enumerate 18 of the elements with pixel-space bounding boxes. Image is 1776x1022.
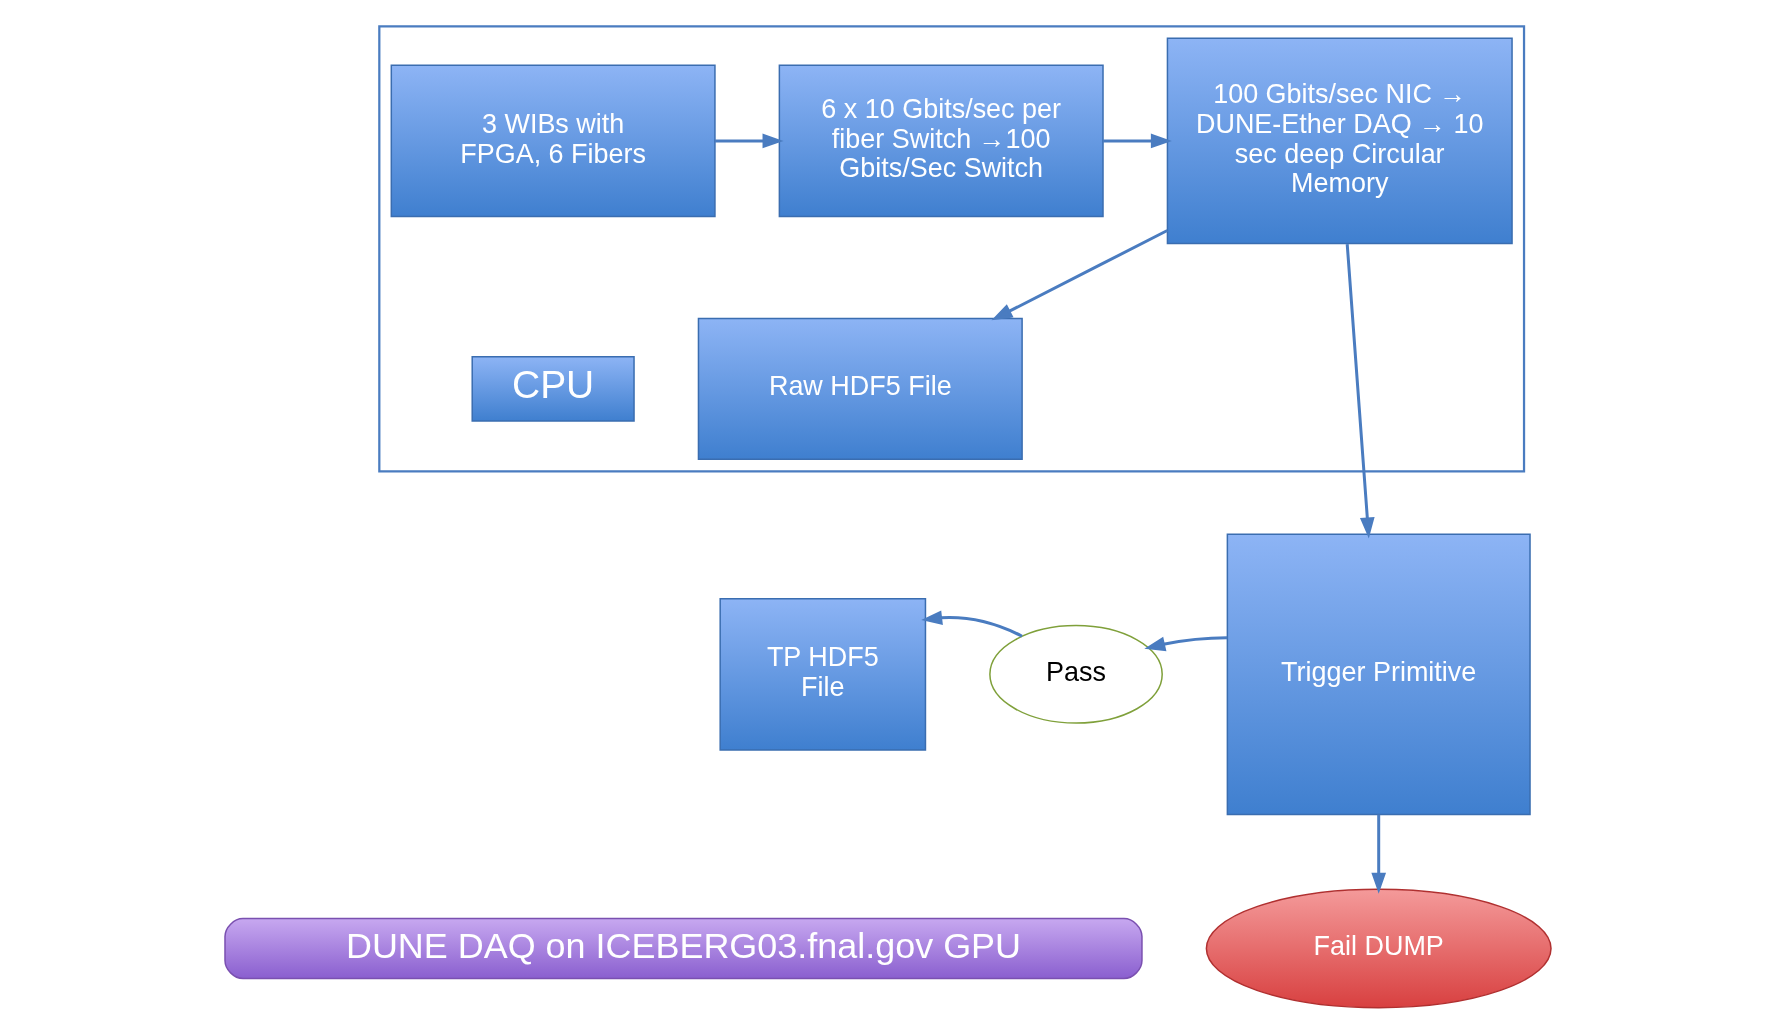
node-box: Raw HDF5 File [697, 317, 1023, 461]
arrow [1371, 814, 1387, 894]
node-box: TP HDF5 File [719, 597, 927, 751]
cluster [378, 25, 1526, 473]
node-box: DUNE DAQ on ICEBERG03.fnal.gov GPU [224, 917, 1143, 980]
arrow [921, 610, 1023, 638]
arrow [1103, 133, 1172, 149]
node-box: 3 WIBs with FPGA, 6 Fibers [390, 64, 716, 218]
arrow [1144, 636, 1228, 652]
node-ellipse: Fail DUMP [1205, 888, 1552, 1009]
node-box: 6 x 10 Gbits/sec per fiber Switch →100 Gbits/Sec Switch [778, 64, 1104, 218]
arrow [1345, 243, 1375, 539]
node-box: Trigger Primitive [1226, 533, 1531, 816]
node-box: CPU [471, 355, 635, 422]
node-box: 100 Gbits/sec NIC → DUNE-Ether DAQ → 10 sec deep Circular Memory [1166, 37, 1513, 245]
arrow [991, 229, 1168, 321]
arrow [714, 133, 784, 149]
node-ellipse: Pass [989, 624, 1163, 724]
